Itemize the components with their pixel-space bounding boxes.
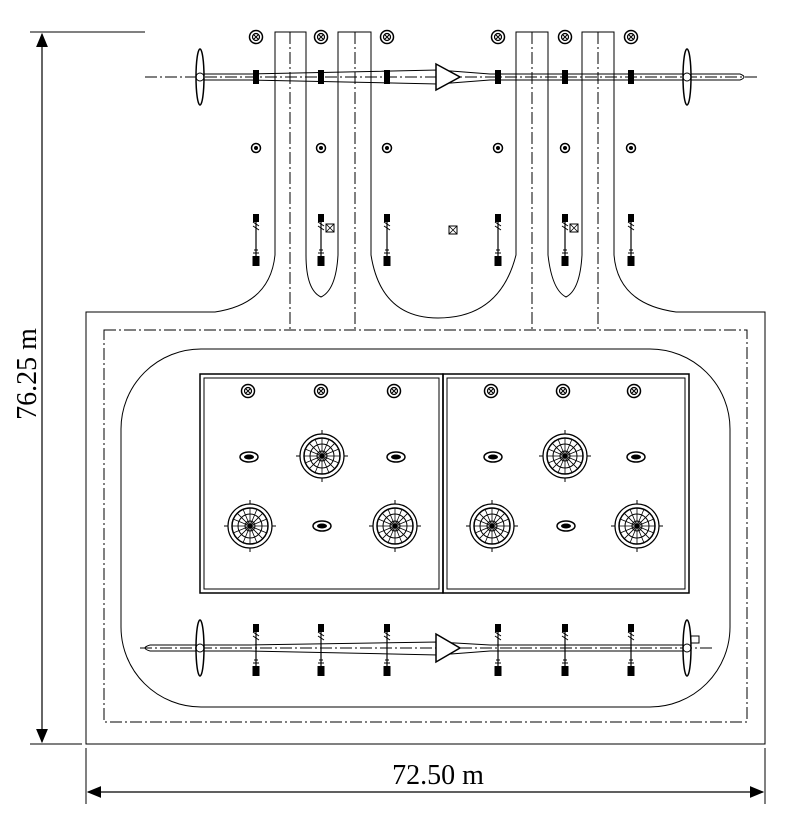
valve-icon (555, 383, 571, 399)
gauge-icon (492, 142, 504, 154)
gauge-icon (315, 142, 327, 154)
pump-icon (626, 213, 636, 267)
valve-icon (483, 383, 499, 399)
height-dimension: 76.25 m (12, 31, 145, 745)
gauge-icon (625, 142, 637, 154)
gauge-icon (381, 142, 393, 154)
diffuser-icon (610, 499, 664, 553)
pump-icon (493, 213, 503, 267)
pump-icon (382, 213, 392, 267)
diffuser-icon (368, 499, 422, 553)
diffuser-icon (538, 429, 592, 483)
pump-icon (560, 213, 570, 267)
pipe-fitting (253, 70, 259, 84)
diffuser-icon (295, 429, 349, 483)
aerator-icon (386, 451, 406, 463)
square-marker-icon (569, 223, 579, 233)
valve-icon (248, 29, 264, 45)
square-marker-icon (325, 223, 335, 233)
aerator-icon (239, 451, 259, 463)
valve-icon (313, 29, 329, 45)
aerator-icon (626, 451, 646, 463)
valve-icon (626, 383, 642, 399)
pump-icon (626, 623, 636, 677)
valve-icon (490, 29, 506, 45)
aerator-icon (556, 520, 576, 532)
diffuser-icon (223, 499, 277, 553)
pump-icon (382, 623, 392, 677)
valve-icon (557, 29, 573, 45)
height-label: 76.25 m (12, 328, 43, 420)
gauge-icon (250, 142, 262, 154)
valve-icon (240, 383, 256, 399)
pipe-fitting (562, 70, 568, 84)
pipe-fitting (628, 70, 634, 84)
bottom-pipeline (140, 619, 712, 677)
tank-right (442, 373, 690, 594)
pump-icon (316, 623, 326, 677)
aeration-basin (120, 348, 731, 708)
pump-icon (251, 213, 261, 267)
pump-icon (493, 623, 503, 677)
top-pipeline (145, 48, 760, 106)
pump-icon (560, 623, 570, 677)
square-marker-icon (448, 225, 458, 235)
building-outline (85, 31, 766, 745)
arrow-right-icon (435, 632, 462, 664)
aerator-icon (312, 520, 332, 532)
valve-icon (623, 29, 639, 45)
pipe-fitting (318, 70, 324, 84)
width-dimension: 72.50 m (85, 748, 766, 804)
arrow-right-icon (435, 62, 462, 92)
diffuser-icon (465, 499, 519, 553)
pump-icon (251, 623, 261, 677)
width-label: 72.50 m (392, 760, 484, 791)
pump-icon (316, 213, 326, 267)
valve-icon (379, 29, 395, 45)
pipe-fitting (384, 70, 390, 84)
equipment-symbols (223, 29, 664, 677)
valve-icon (386, 383, 402, 399)
gauge-icon (559, 142, 571, 154)
tank-left (199, 373, 444, 594)
pipe-fitting (495, 70, 501, 84)
valve-icon (313, 383, 329, 399)
aerator-icon (483, 451, 503, 463)
